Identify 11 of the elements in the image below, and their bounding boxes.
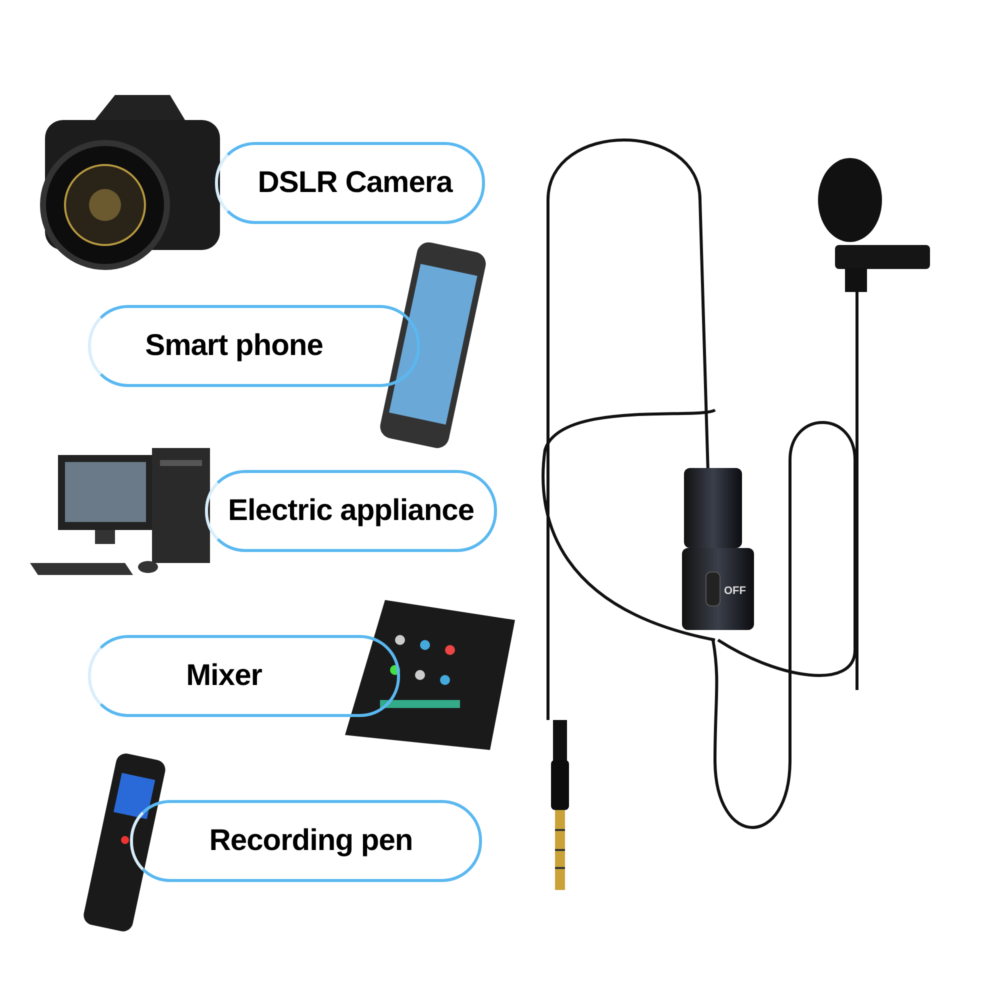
device-name: Smart phone	[145, 329, 323, 363]
device-name: Mixer	[186, 659, 262, 693]
device-name: Electric appliance	[228, 494, 474, 528]
device-name: DSLR Camera	[258, 166, 452, 200]
label-pill	[130, 800, 482, 882]
label-pill	[215, 142, 485, 224]
label-pill	[88, 635, 400, 717]
label-pill	[205, 470, 497, 552]
switch-label: OFF	[724, 585, 746, 597]
device-name: Recording pen	[209, 824, 413, 858]
label-pill	[88, 305, 420, 387]
